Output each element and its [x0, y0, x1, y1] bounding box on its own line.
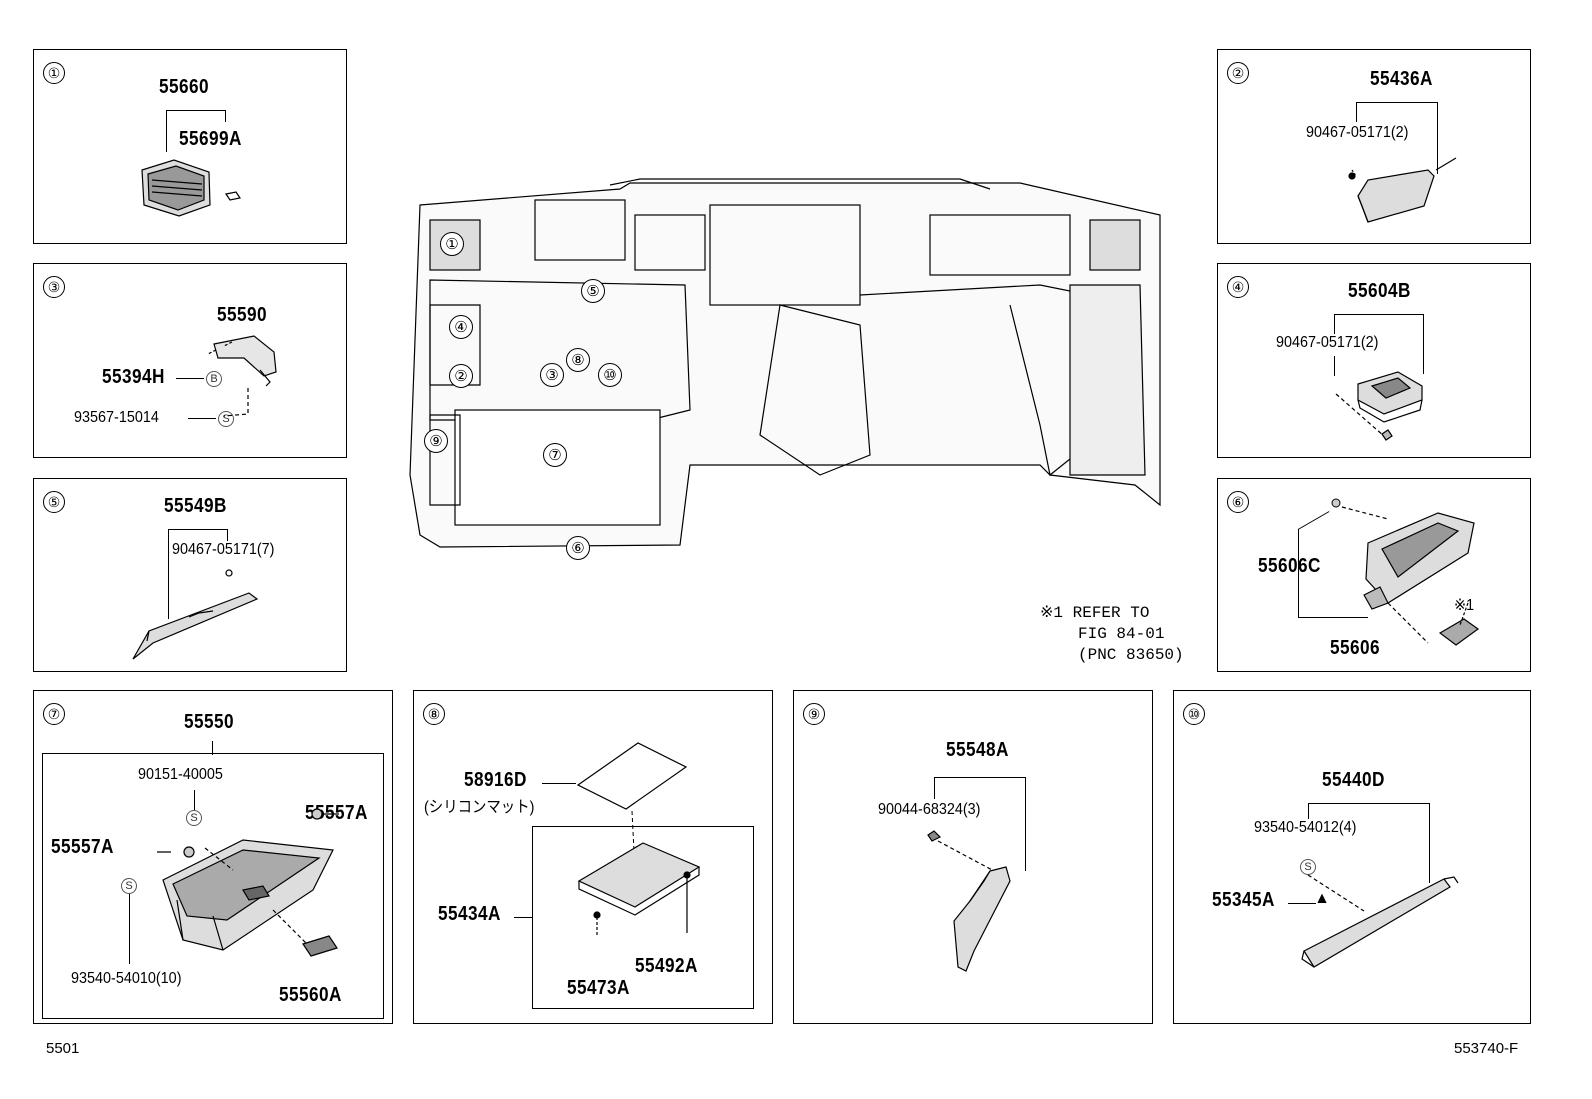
callout-3[interactable]: ③ [540, 363, 564, 387]
panel-6-number: ⑥ [1227, 491, 1249, 513]
glove-box-illustration [157, 808, 339, 957]
panel-3-number: ③ [43, 276, 65, 298]
callout-1[interactable]: ① [440, 232, 464, 256]
panel-1-number: ① [43, 62, 65, 84]
reference-note-line-2: FIG 84-01 [1078, 625, 1165, 643]
part-label: (シリコンマット) [424, 799, 535, 816]
callout-8[interactable]: ⑧ [566, 348, 590, 372]
part-number[interactable]: 55440D [1322, 769, 1385, 791]
part-number[interactable]: 93567-15014 [74, 409, 159, 426]
panel-3: ③ 55590 55394H 93567-15014 B S [33, 263, 347, 458]
screw-symbol: S [1300, 859, 1316, 875]
reference-mark: ※1 [1454, 597, 1475, 614]
glove-box-subgroup: 90151-40005 S 55557A 55557A S 93540-5401… [42, 753, 384, 1019]
callout-9[interactable]: ⑨ [424, 429, 448, 453]
part-number[interactable]: 55604B [1348, 280, 1411, 302]
part-number[interactable]: 55345A [1212, 889, 1275, 911]
part-number[interactable]: 55660 [159, 76, 209, 98]
air-vent-illustration [141, 159, 241, 217]
reference-note-line-3: (PNC 83650) [1078, 646, 1184, 664]
panel-1: ① 55660 55699A [33, 49, 347, 244]
panel-8: ⑧ 58916D (シリコンマット) 55473A 55492A 55434A [413, 690, 773, 1024]
part-number[interactable]: 55699A [179, 128, 242, 150]
pocket-illustration [1335, 371, 1423, 441]
part-number[interactable]: 55606C [1258, 555, 1321, 577]
part-number[interactable]: 58916D [464, 769, 527, 791]
part-number[interactable]: 55548A [946, 739, 1009, 761]
part-number[interactable]: 93540-54012(4) [1254, 819, 1357, 836]
panel-8-number: ⑧ [423, 703, 445, 725]
panel-7-number: ⑦ [43, 703, 65, 725]
panel-4-number: ④ [1227, 276, 1249, 298]
cover-illustration [1348, 157, 1457, 223]
part-number[interactable]: 55606 [1330, 637, 1380, 659]
screw-symbol: S [186, 810, 202, 826]
screw-symbol: S [121, 878, 137, 894]
callout-6[interactable]: ⑥ [566, 536, 590, 560]
part-number[interactable]: 55549B [164, 495, 227, 517]
part-number[interactable]: 93540-54010(10) [71, 970, 182, 987]
callout-5[interactable]: ⑤ [581, 279, 605, 303]
part-number[interactable]: 90467-05171(2) [1276, 334, 1379, 351]
panel-2: ② 55436A 90467-05171(2) [1217, 49, 1531, 244]
part-number[interactable]: 55434A [438, 903, 501, 925]
part-number[interactable]: 90151-40005 [138, 766, 223, 783]
part-number[interactable]: 55557A [51, 836, 114, 858]
lower-trim-illustration [1301, 874, 1459, 968]
part-number[interactable]: 55550 [184, 711, 234, 733]
trim-panel-illustration [132, 569, 259, 660]
part-number[interactable]: 55394H [102, 366, 165, 388]
callout-4[interactable]: ④ [449, 315, 473, 339]
callout-7[interactable]: ⑦ [543, 443, 567, 467]
part-number[interactable]: 55557A [305, 802, 368, 824]
panel-5: ⑤ 55549B 90467-05171(7) [33, 478, 347, 672]
tray-illustration [577, 842, 701, 937]
bracket-illustration [207, 335, 277, 417]
instrument-panel-diagram [409, 178, 1161, 548]
footer-left-code: 5501 [46, 1040, 80, 1057]
tray-subgroup: 55473A 55492A [532, 826, 754, 1009]
callout-2[interactable]: ② [449, 364, 473, 388]
part-number[interactable]: 55473A [567, 977, 630, 999]
part-number[interactable]: 55560A [279, 984, 342, 1006]
panel-9-number: ⑨ [803, 703, 825, 725]
part-number[interactable]: 90467-05171(2) [1306, 124, 1409, 141]
part-number[interactable]: 55590 [217, 304, 267, 326]
panel-2-number: ② [1227, 62, 1249, 84]
mat-illustration [576, 742, 688, 852]
part-number[interactable]: 55492A [635, 955, 698, 977]
panel-10: ⑩ 55440D 93540-54012(4) S 55345A [1173, 690, 1531, 1024]
part-number[interactable]: 90044-68324(3) [878, 801, 981, 818]
side-trim-illustration [927, 830, 1011, 972]
panel-6: ⑥ 55606C 55606 ※1 [1217, 478, 1531, 672]
callout-10[interactable]: ⑩ [598, 363, 622, 387]
glove-box-frame-illustration [1331, 498, 1480, 646]
panel-7: ⑦ 55550 90151-40005 S 55557A 55557A S 93… [33, 690, 393, 1024]
part-number[interactable]: 90467-05171(7) [172, 541, 275, 558]
bolt-symbol: B [206, 371, 222, 387]
panel-9: ⑨ 55548A 90044-68324(3) [793, 690, 1153, 1024]
reference-note-line-1: ※1 REFER TO [1040, 604, 1150, 622]
panel-10-number: ⑩ [1183, 703, 1205, 725]
panel-5-number: ⑤ [43, 491, 65, 513]
part-number[interactable]: 55436A [1370, 68, 1433, 90]
footer-right-code: 553740-F [1454, 1040, 1519, 1057]
panel-4: ④ 55604B 90467-05171(2) [1217, 263, 1531, 458]
